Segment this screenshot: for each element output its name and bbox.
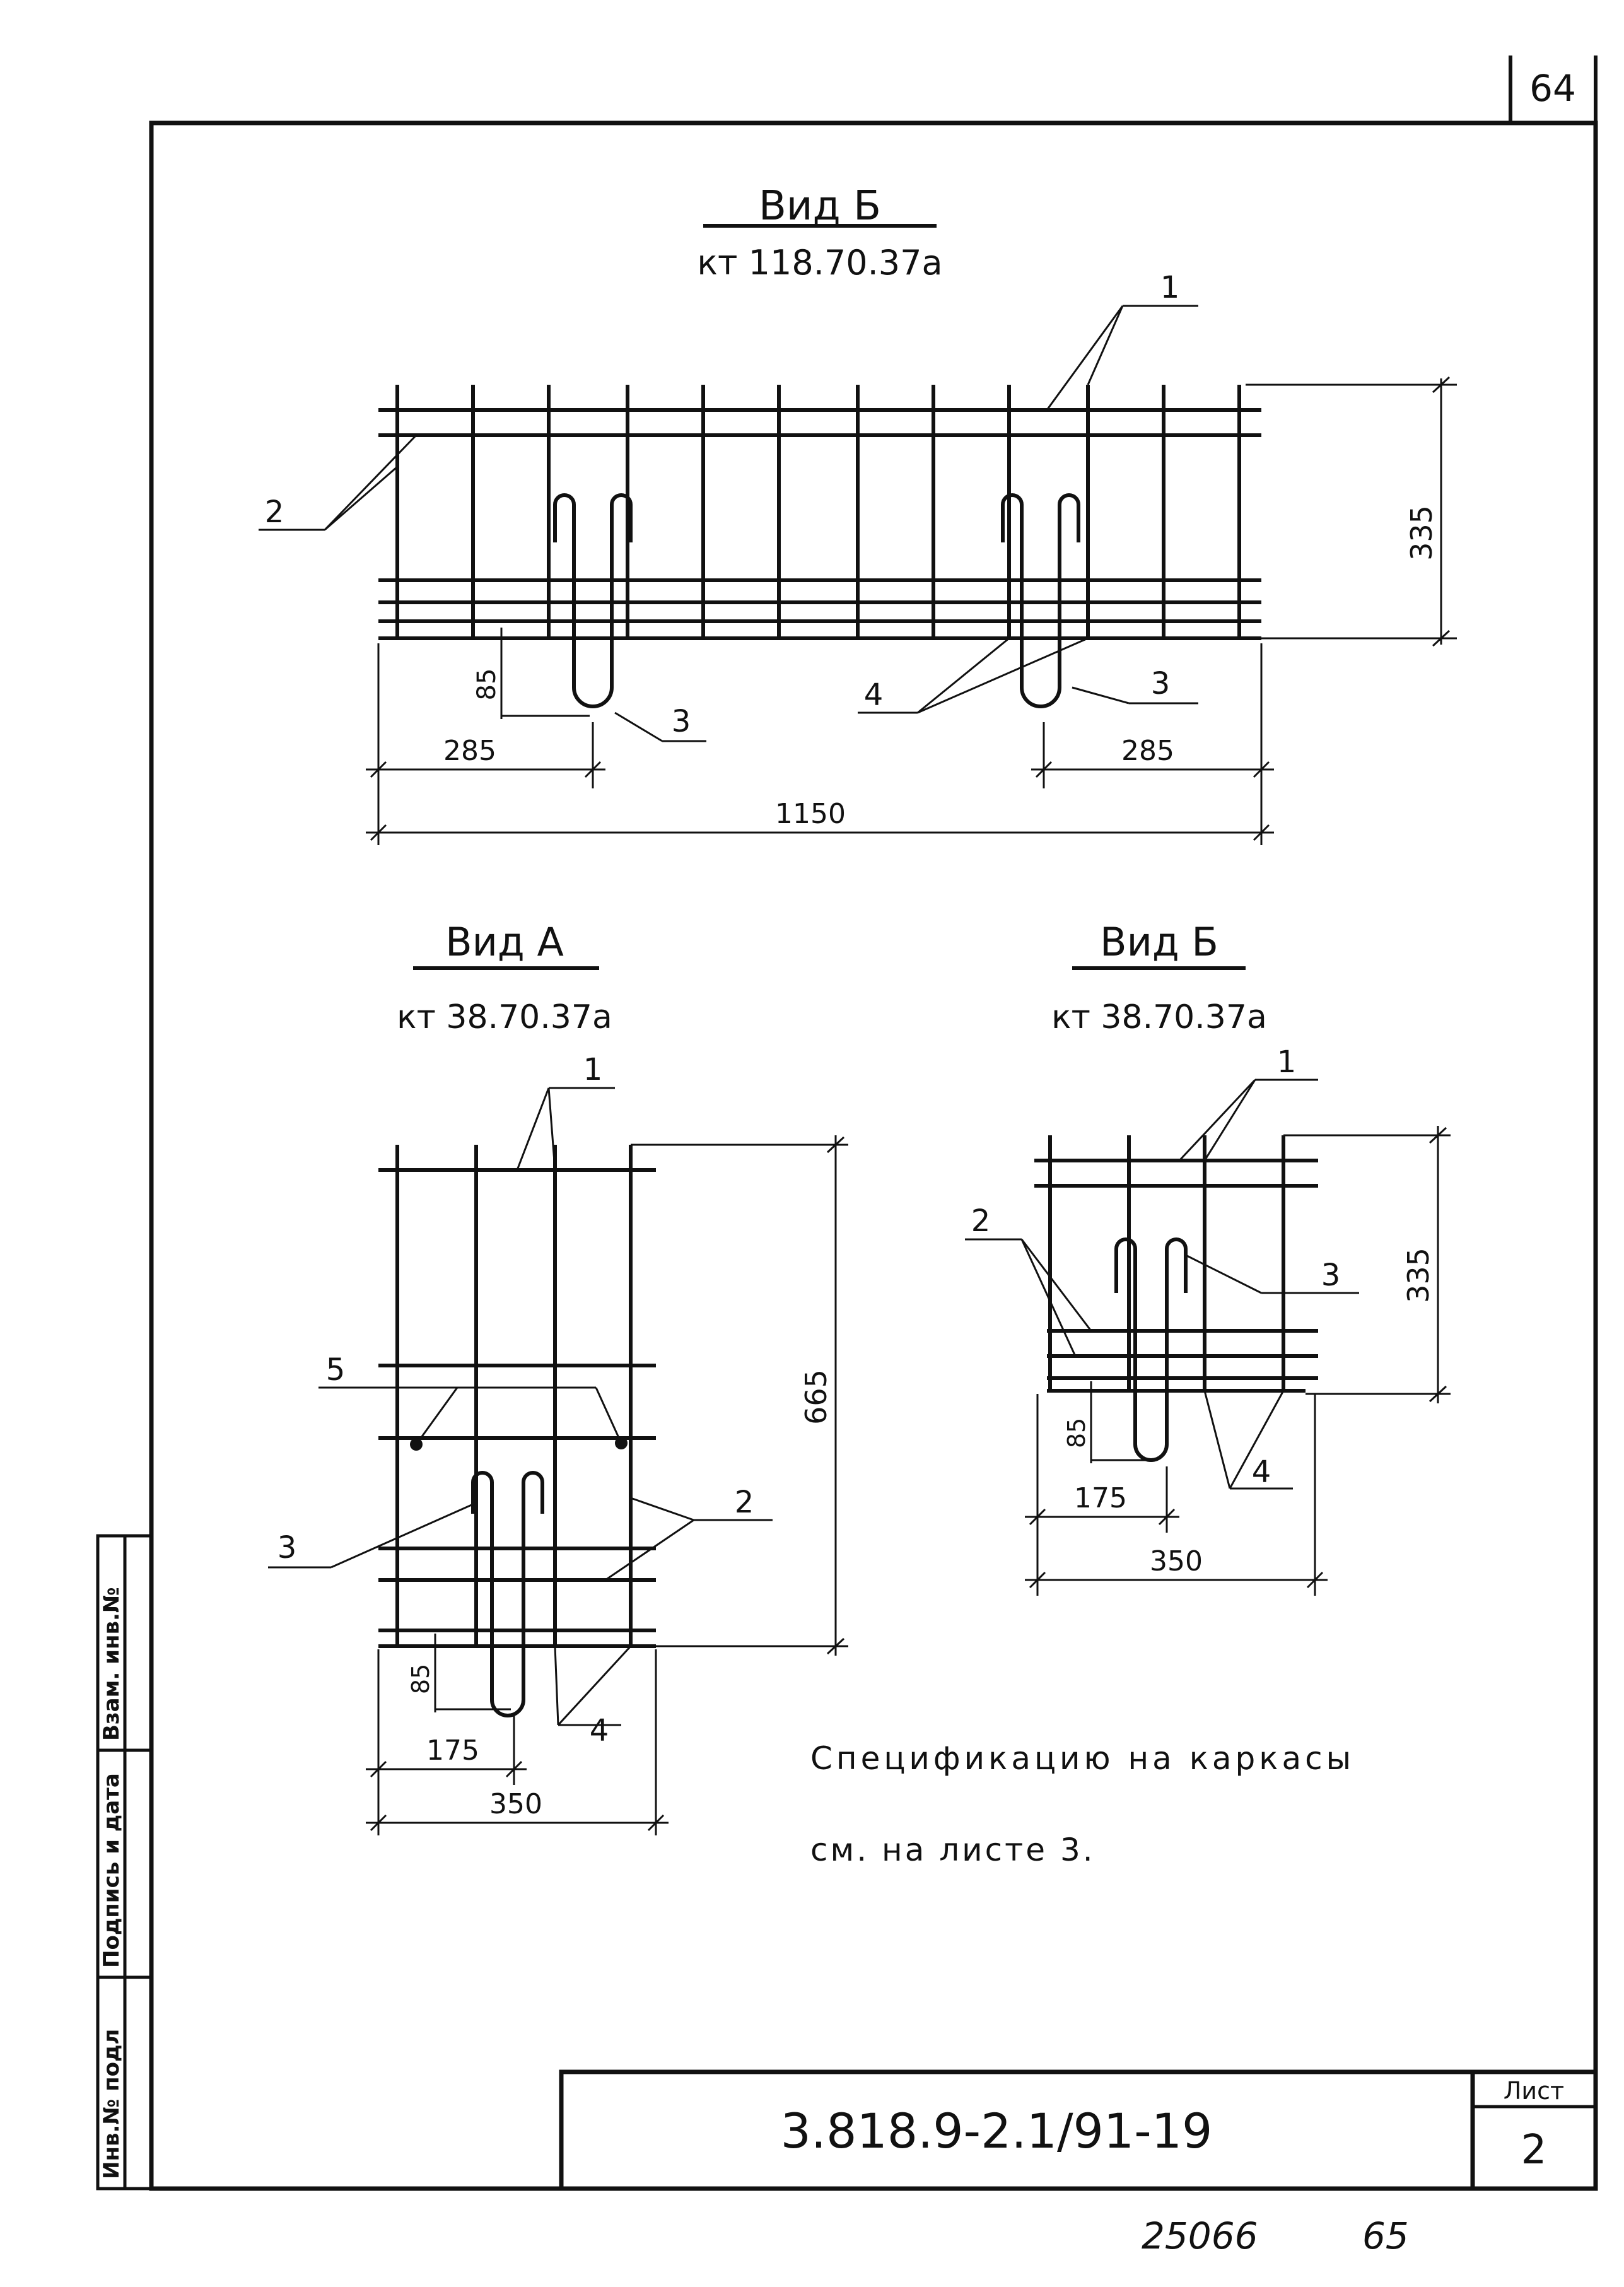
view-top-callout-1: 1 [1160,270,1180,305]
view-top-callout-3-left: 3 [672,704,691,739]
view-b-dim-height: 335 [1401,1248,1435,1303]
page-number: 64 [1529,67,1576,110]
view-a-callout-2: 2 [735,1485,754,1520]
view-top-leaders [259,305,1198,742]
view-a-callout-3: 3 [277,1530,297,1565]
view-b-title: Вид Б [1100,919,1218,965]
title-block [559,2069,1598,2191]
stamp-inv-number: Инв.№ подл [99,2029,124,2179]
view-top-titles: Вид Б кт 118.70.37а [697,183,942,283]
view-top-callout-2: 2 [265,494,284,530]
view-b-callout-3: 3 [1321,1258,1341,1293]
view-b-dimensions [1025,1126,1451,1596]
view-top-dim-right: 285 [1121,735,1174,767]
view-top-callout-3-right: 3 [1151,666,1171,701]
view-a-subtitle: кт 38.70.37а [397,998,612,1036]
view-b-leaders [965,1079,1359,1490]
view-a-callout-5: 5 [326,1352,346,1388]
view-a-leaders [268,1087,773,1726]
view-a-dim-offset: 175 [426,1734,479,1767]
view-top-dim-hook: 85 [472,669,501,701]
view-b-dim-offset: 175 [1074,1482,1127,1514]
document-designation: 3.818.9-2.1/91-19 [781,2103,1213,2159]
view-a-callout-1: 1 [583,1052,603,1087]
view-a-title: Вид А [445,919,564,965]
stamp-signature-date: Подпись и дата [99,1773,124,1968]
view-top-subtitle: кт 118.70.37а [697,243,942,283]
view-a-dimensions [366,1135,848,1835]
note-line-2: см. на листе 3. [810,1832,1095,1868]
archive-page: 65 [1362,2214,1409,2257]
view-top-dim-length: 1150 [775,798,846,830]
view-b-callout-4: 4 [1252,1454,1271,1490]
view-b-frame [1034,1135,1318,1462]
view-top-dim-height: 335 [1405,505,1439,561]
view-a-dim-width: 350 [489,1788,542,1820]
archive-number: 25066 [1142,2214,1258,2257]
view-b-dim-hook: 85 [1063,1418,1090,1448]
view-top-callout-4: 4 [864,677,884,713]
view-b-subtitle: кт 38.70.37а [1051,998,1267,1036]
view-b-callout-2: 2 [971,1203,991,1239]
view-a-dim-hook: 85 [407,1664,435,1694]
sheet-frame [149,56,1598,2191]
side-stamp [96,1534,153,2190]
view-a-titles: Вид А кт 38.70.37а [397,919,612,1036]
stamp-replacement-inv: Взам. инв.№ [99,1587,124,1741]
view-top-dimensions [366,376,1457,845]
view-b-titles: Вид Б кт 38.70.37а [1051,919,1267,1036]
view-a-dim-height: 665 [799,1369,833,1425]
view-top-frame [378,385,1261,708]
view-top-dim-left: 285 [443,735,496,767]
view-a-callout-4: 4 [590,1713,609,1748]
view-a-frame [378,1145,656,1717]
note-line-1: Спецификацию на каркасы [810,1740,1355,1777]
view-b-dim-width: 350 [1150,1545,1203,1577]
sheet-label: Лист [1504,2077,1564,2105]
view-b-callout-1: 1 [1277,1044,1297,1080]
view-top-title: Вид Б [759,183,881,230]
sheet-number: 2 [1521,2127,1547,2173]
